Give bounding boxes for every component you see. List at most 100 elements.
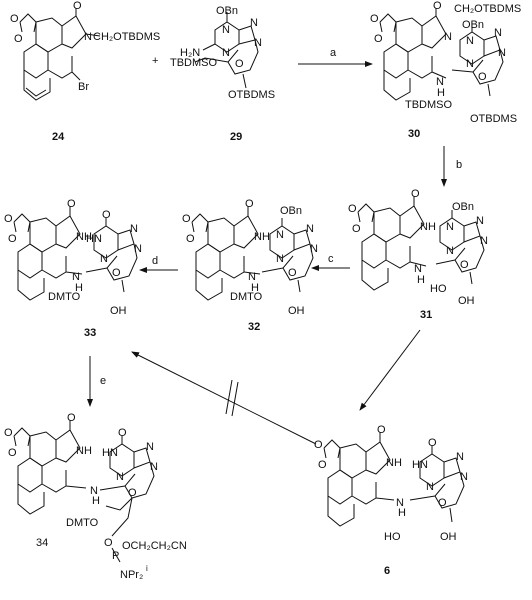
atom-label: N (396, 497, 404, 509)
atom-label: O (245, 198, 254, 210)
atom-label: O (460, 259, 469, 271)
step-label-b: b (456, 159, 462, 171)
atom-label: N (444, 31, 452, 43)
substituent-label: HO (430, 283, 447, 295)
atom-label: H (251, 282, 259, 294)
atom-label: H (398, 507, 406, 519)
arrow-31-to-6 (359, 329, 421, 411)
atom-label: O (10, 13, 19, 25)
atom-label: N (254, 37, 262, 49)
atom-label: N (150, 461, 158, 473)
atom-label: N (222, 24, 230, 36)
compound-33: O O O NH O HN N N N H N DMTO O OH 33 (4, 198, 142, 339)
atom-label: O (478, 71, 487, 83)
atom-label: NH (254, 231, 270, 243)
substituent-label: OH (440, 531, 457, 543)
atom-label: O (73, 0, 82, 12)
atom-label: O (14, 33, 23, 45)
arrow-step-d: d (139, 255, 178, 273)
atom-label: N (146, 441, 154, 453)
atom-label: O (288, 267, 297, 279)
atom-label: O (370, 13, 379, 25)
substituent-label: NPr₂ (120, 569, 143, 581)
atom-label: O (377, 424, 386, 436)
atom-label: O (438, 497, 447, 509)
atom-label: N (494, 27, 502, 39)
substituent-label: DMTO (66, 517, 99, 529)
substituent-label: OBn (216, 5, 238, 17)
substituent-label: OTBDMS (470, 113, 517, 125)
atom-label: N (466, 58, 474, 70)
arrow-step-e: e (87, 356, 106, 407)
atom-label: H (75, 282, 83, 294)
atom-label: NH (420, 221, 436, 233)
atom-label: N (426, 481, 434, 493)
atom-label: N (130, 223, 138, 235)
compound-34: O O O NH O HN N N N H N DMTO O O P OCH₂C… (4, 412, 187, 581)
atom-label: N (276, 229, 284, 241)
atom-label: HN (86, 233, 102, 245)
atom-label: N (276, 253, 284, 265)
substituent-label: HO (384, 531, 401, 543)
substituent-label: OTBDMS (228, 89, 275, 101)
atom-label: O (411, 188, 420, 200)
atom-label: O (314, 439, 323, 451)
atom-label: N (498, 47, 506, 59)
substituent-label: OBn (452, 201, 474, 213)
atom-label: NH (386, 457, 402, 469)
step-label-e: e (100, 375, 106, 387)
atom-label: O (318, 459, 327, 471)
atom-label: N (134, 243, 142, 255)
compound-29: OBn N N N N H₂N TBDMSO O OTBDMS 29 (170, 5, 275, 143)
atom-label: N (460, 471, 468, 483)
atom-label: N (436, 76, 444, 88)
atom-label: N (248, 271, 256, 283)
atom-label: N (446, 221, 454, 233)
atom-label: O (128, 487, 137, 499)
compound-24: O O O N CH₂OTBDMS Br 24 (10, 0, 160, 143)
atom-label: O (352, 223, 361, 235)
atom-label: O (428, 437, 437, 449)
atom-label: N (250, 17, 258, 29)
compound-number-31: 31 (420, 309, 432, 321)
substituent-label: OBn (280, 205, 302, 217)
atom-label: O (4, 213, 13, 225)
plus-sign: + (152, 55, 158, 67)
atom-label: N (480, 235, 488, 247)
atom-label: O (374, 33, 383, 45)
atom-label: O (8, 447, 17, 459)
compound-31: O O O NH OBn N N N N H N HO O OH 31 (348, 188, 488, 321)
substituent-label: OCH₂CH₂CN (122, 540, 187, 552)
compound-32: O O O NH OBn N N N N H N DMTO O OH 32 (182, 198, 318, 333)
compound-number-29: 29 (230, 131, 242, 143)
substituent-label: H₂N (180, 47, 200, 59)
substituent-label: OBn (462, 19, 484, 31)
step-label-a: a (330, 47, 337, 59)
atom-label: O (67, 198, 76, 210)
atom-label: HN (412, 459, 428, 471)
substituent-label: OH (458, 295, 475, 307)
blocked-arrow-6-to-33 (131, 351, 317, 445)
atom-label: N (222, 47, 230, 59)
arrow-step-a: a (298, 47, 373, 67)
atom-label: N (72, 271, 80, 283)
atom-label: H (92, 495, 100, 507)
superscript-label: i (146, 564, 148, 573)
atom-label: O (4, 427, 13, 439)
atom-label: N (414, 263, 422, 275)
substituent-label: OH (110, 305, 127, 317)
atom-label: NH (76, 445, 92, 457)
atom-label: N (446, 245, 454, 257)
atom-label: NH (76, 231, 92, 243)
atom-label: O (348, 203, 357, 215)
atom-label: HN (102, 447, 118, 459)
compound-number-32: 32 (248, 321, 260, 333)
atom-label: H (437, 87, 445, 99)
atom-label: N (100, 253, 108, 265)
substituent-label: DMTO (48, 291, 81, 303)
compound-number-6: 6 (384, 565, 390, 577)
atom-label: O (186, 233, 195, 245)
atom-label: N (476, 215, 484, 227)
atom-label: O (102, 209, 111, 221)
